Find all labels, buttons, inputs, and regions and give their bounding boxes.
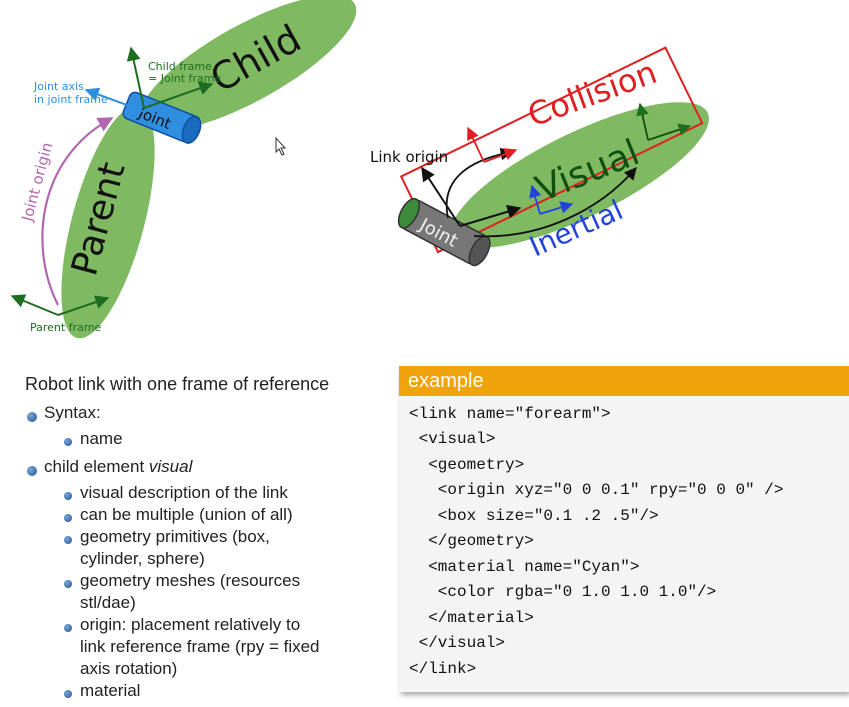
bullet-child-visual: child element visual (44, 457, 192, 477)
bullet-visual-description: visual description of the link (80, 483, 288, 502)
bullet-primitives-cont: cylinder, sphere) (80, 549, 205, 568)
example-block: example <link name="forearm"> <visual> <… (399, 366, 849, 692)
code-line: <geometry> (409, 456, 525, 474)
code-line: </link> (409, 660, 477, 678)
code-line: </visual> (409, 634, 506, 652)
code-line: <material name="Cyan"> (409, 558, 640, 576)
link-origin-arrow-up (421, 166, 461, 227)
link-origin-label: Link origin (370, 148, 448, 166)
bullet-origin-cont: link reference frame (rpy = fixed (80, 637, 320, 656)
visual-italic: visual (148, 457, 193, 476)
joint-axis-arrow (84, 87, 147, 113)
bullet-syntax: Syntax: (44, 403, 101, 422)
joint-cylinder (122, 91, 202, 144)
child-frame-label-2: = Joint frame (148, 72, 221, 85)
bullet-icon (64, 690, 72, 698)
origin-to-visual-arrow (473, 167, 637, 238)
link-diagram: Child Parent Joint Child frame = Joint f… (10, 0, 709, 339)
collision-frame-right (483, 148, 518, 163)
joint-axis-label-2: in joint frame (34, 93, 108, 106)
bullet-icon (64, 536, 72, 544)
example-title: example (399, 366, 849, 396)
bullet-multiple: can be multiple (union of all) (80, 505, 293, 524)
bullet-origin-cont2: axis rotation) (80, 659, 178, 678)
bullet-icon (64, 438, 72, 446)
code-line: <link name="forearm"> (409, 405, 611, 423)
visual-frame-up (636, 102, 649, 141)
joint-origin-arrow (41, 117, 114, 306)
link-origin-arrow-right (459, 204, 522, 227)
parent-frame-label: Parent frame (30, 321, 102, 334)
bullet-icon (27, 412, 37, 422)
code-line: <origin xyz="0 0 0.1" rpy="0 0 0" /> (409, 481, 784, 499)
inertial-frame-up (529, 184, 542, 215)
bullet-meshes-cont: stl/dae) (80, 593, 136, 612)
section-heading: Robot link with one frame of reference (25, 374, 330, 394)
inertial-frame-right (539, 201, 574, 215)
origin-to-collision-arrow (445, 147, 514, 219)
joint-origin-label: Joint origin (18, 140, 57, 224)
bullet-origin: origin: placement relatively to (80, 615, 301, 634)
code-line: </material> (409, 609, 534, 627)
visual-frame-right (647, 123, 692, 141)
code-line: </geometry> (409, 532, 534, 550)
child-frame-arrow-up (126, 46, 145, 109)
bullet-icon (64, 580, 72, 588)
bullet-icon (27, 466, 37, 476)
code-line: <visual> (409, 430, 496, 448)
bullet-meshes: geometry meshes (resources (80, 571, 301, 590)
parent-frame-arrow-left (10, 294, 59, 316)
child-frame-label-1: Child frame (148, 60, 212, 73)
child-link-shape (139, 0, 357, 131)
child-element-text: child element (44, 457, 149, 476)
bullet-icon (64, 624, 72, 632)
bullet-name: name (80, 429, 123, 448)
collision-frame-up (467, 126, 485, 163)
bullet-primitives: geometry primitives (box, (80, 527, 270, 546)
bullet-icon (64, 514, 72, 522)
bullet-material: material (80, 681, 141, 700)
code-line: <color rgba="0 1.0 1.0 1.0"/> (409, 583, 717, 601)
parent-link-shape (61, 105, 155, 339)
cursor-icon (275, 136, 287, 156)
code-line: <box size="0.1 .2 .5"/> (409, 507, 659, 525)
bullet-icon (64, 492, 72, 500)
joint-axis-label-1: Joint axis (33, 80, 84, 93)
parent-frame-arrow-right (57, 295, 110, 316)
description-column: Robot link with one frame of reference S… (0, 366, 395, 707)
child-frame-arrow-right (143, 81, 214, 109)
